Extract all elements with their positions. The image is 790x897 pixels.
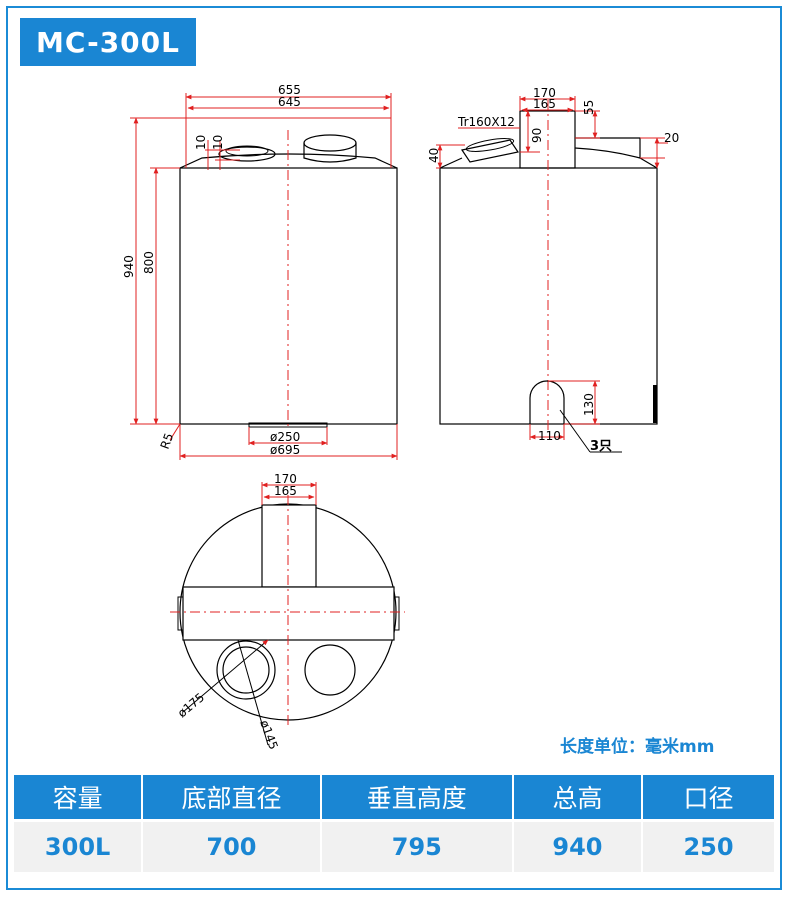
side-dim-165: 165 [533, 97, 556, 111]
side-dim-130: 130 [582, 393, 596, 416]
top-leader-175 [182, 639, 269, 713]
top-cap [304, 644, 356, 696]
front-tank-dome [179, 153, 398, 169]
front-dim-d695: ø695 [270, 443, 300, 457]
front-dim-r5: R5 [158, 431, 177, 451]
spec-header-vertical-height: 垂直高度 [320, 775, 514, 821]
side-dim-170: 170 [533, 86, 556, 100]
front-dim-940: 940 [122, 255, 136, 278]
spec-value-capacity: 300L [14, 819, 144, 872]
spec-value-total-height: 940 [512, 819, 643, 872]
top-lid-outer [216, 640, 276, 700]
top-dim-170: 170 [274, 472, 297, 486]
side-dim-55: 55 [582, 100, 596, 115]
top-dim-d145: ø145 [257, 718, 281, 751]
front-dim-d250: ø250 [270, 430, 300, 444]
top-dim-165: 165 [274, 484, 297, 498]
top-view: 170 165 ø175 ø145 [170, 472, 405, 751]
front-dim-645: 645 [278, 95, 301, 109]
front-small-lid-inner [225, 145, 269, 157]
spec-header-capacity: 容量 [14, 775, 144, 821]
top-lid-inner [222, 646, 270, 694]
side-dim-110: 110 [538, 429, 561, 443]
front-dim-655: 655 [278, 83, 301, 97]
front-dim-10b: 10 [211, 135, 225, 150]
side-bottom-fitting [653, 385, 657, 423]
front-cap-body [303, 143, 357, 163]
top-leader-145 [237, 639, 269, 746]
top-right-nub [393, 596, 400, 631]
spec-header-row: 容量 底部直径 垂直高度 总高 口径 [14, 775, 774, 821]
side-dim-40: 40 [427, 148, 441, 163]
side-note-3: 3只 [590, 439, 612, 454]
front-dim-10a: 10 [194, 135, 208, 150]
unit-note: 长度单位：毫米mm [560, 737, 715, 757]
top-dim-d175: ø175 [175, 690, 207, 720]
outer-frame [6, 6, 782, 890]
front-small-lid [218, 146, 276, 162]
side-view: 170 165 55 Tr160X12 90 40 20 130 [427, 86, 679, 454]
side-leader-3 [559, 409, 591, 453]
spec-table: 容量 底部直径 垂直高度 总高 口径 300L 700 795 940 250 [14, 775, 774, 872]
front-cap-top [303, 134, 357, 152]
front-bottom-outlet [248, 422, 328, 428]
top-left-nub [177, 596, 184, 631]
side-bottom-hole [529, 380, 565, 424]
side-dim-thread: Tr160X12 [457, 115, 515, 129]
top-front-housing [261, 504, 317, 588]
model-title: MC-300L [20, 18, 196, 66]
side-tank-shoulder [439, 157, 658, 169]
side-threaded-lid [461, 139, 519, 163]
side-lid-ellipse [465, 138, 515, 152]
front-leader-r5 [169, 423, 181, 441]
front-view: 655 645 10 10 940 800 R5 ø250 ø695 [122, 83, 398, 460]
side-right-shoulder [574, 137, 641, 159]
top-cross-bar [182, 586, 395, 641]
side-dim-20: 20 [664, 131, 679, 145]
spec-header-bottom-diameter: 底部直径 [142, 775, 322, 821]
side-dim-90: 90 [530, 128, 544, 143]
front-dim-800: 800 [142, 251, 156, 274]
spec-value-bottom-diameter: 700 [142, 819, 322, 872]
spec-header-total-height: 总高 [512, 775, 643, 821]
spec-value-opening: 250 [641, 819, 774, 872]
spec-value-row: 300L 700 795 940 250 [14, 819, 774, 872]
spec-header-opening: 口径 [641, 775, 774, 821]
spec-value-vertical-height: 795 [320, 819, 514, 872]
